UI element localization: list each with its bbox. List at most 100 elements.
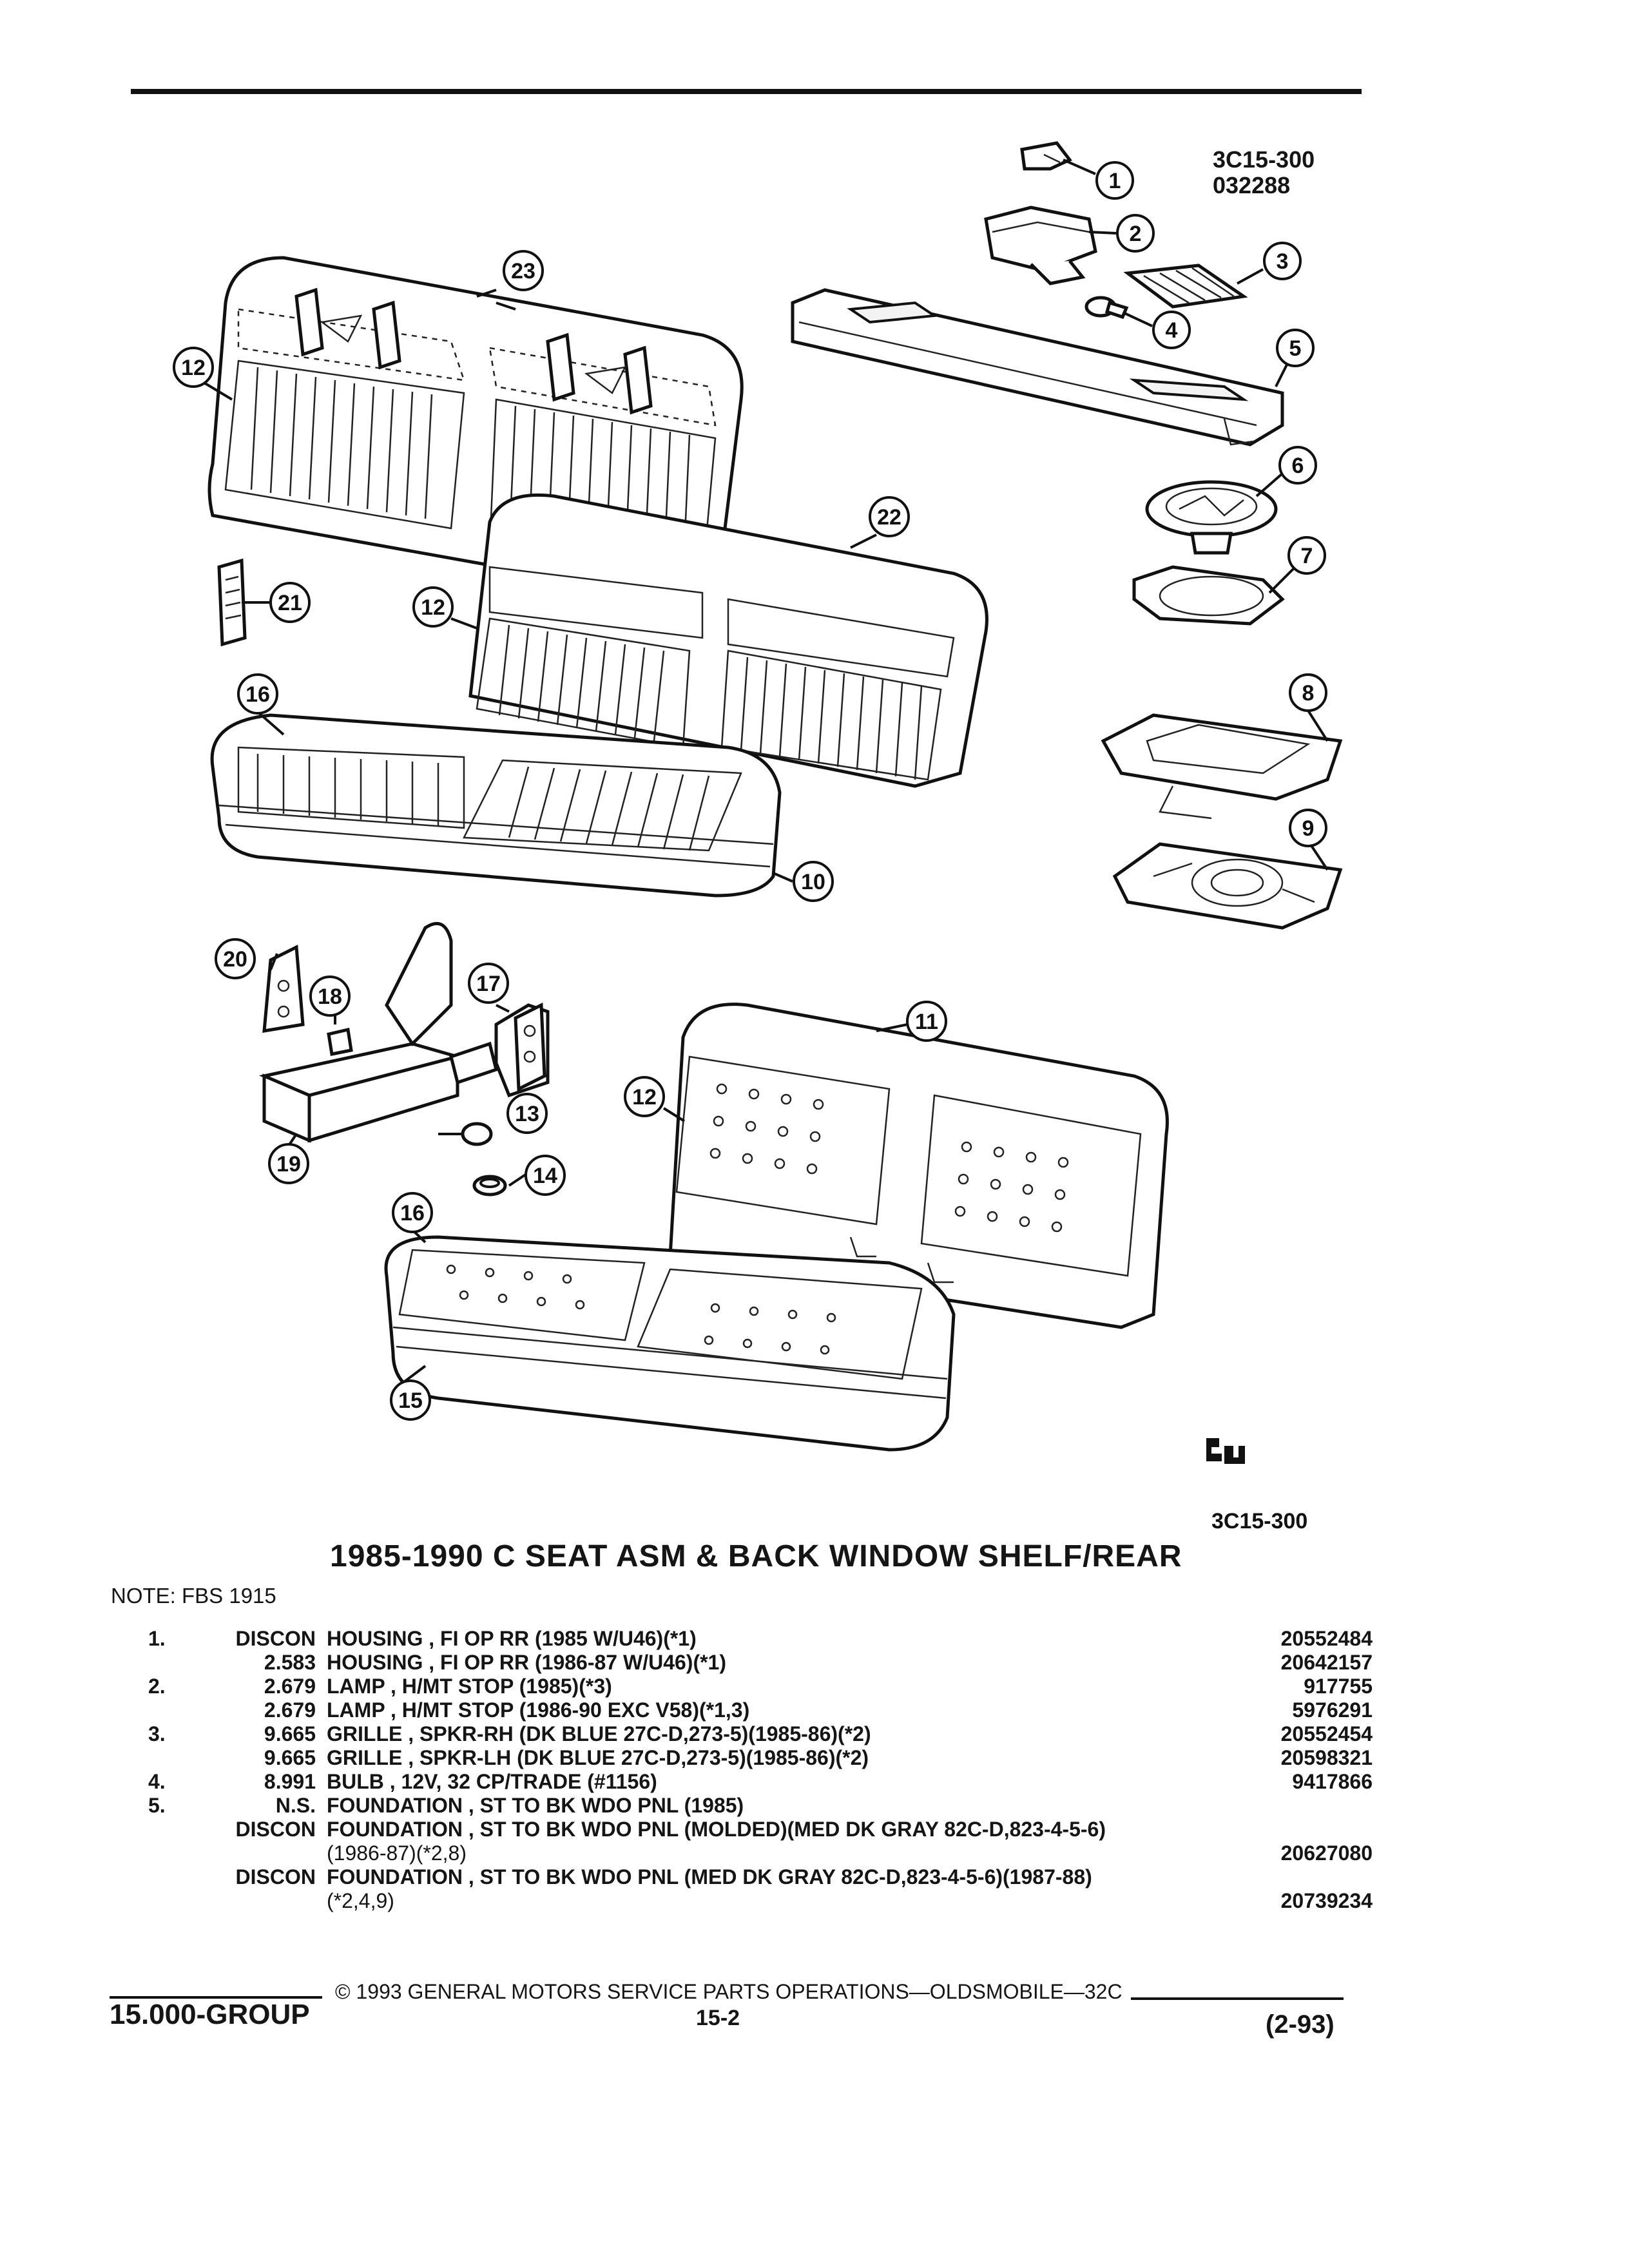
callout-10: 10 xyxy=(793,861,834,902)
description-cell: GRILLE , SPKR-LH (DK BLUE 27C-D,273-5)(1… xyxy=(327,1746,1222,1770)
callout-11: 11 xyxy=(906,1001,947,1042)
callout-1: 1 xyxy=(1095,161,1134,200)
parts-row: 1. DISCON HOUSING , FI OP RR (1985 W/U46… xyxy=(148,1627,1373,1651)
callout-17: 17 xyxy=(468,963,509,1004)
source-code: 9.665 xyxy=(264,1746,316,1769)
svg-text:20: 20 xyxy=(223,947,247,972)
footer-copyright: © 1993 GENERAL MOTORS SERVICE PARTS OPER… xyxy=(335,1980,1123,2003)
parts-row: 3. 9.665 GRILLE , SPKR-RH (DK BLUE 27C-D… xyxy=(148,1722,1373,1746)
svg-text:15: 15 xyxy=(398,1389,423,1413)
callout-20: 20 xyxy=(215,938,256,979)
svg-text:10: 10 xyxy=(801,870,825,894)
description: BULB , 12V, 32 CP/TRADE (#1156) xyxy=(327,1770,664,1793)
description: FOUNDATION , ST TO BK WDO PNL (MED DK GR… xyxy=(327,1865,1099,1888)
svg-text:12: 12 xyxy=(421,595,445,620)
part-19-armrest xyxy=(258,921,464,1143)
part-15-seat-cushion xyxy=(384,1235,956,1452)
description-cell: (*2,4,9)................................… xyxy=(327,1889,1222,1913)
svg-text:13: 13 xyxy=(515,1102,539,1126)
dot-leader: ........................................… xyxy=(327,1889,1222,1912)
description-cell: LAMP , H/MT STOP (1985)(*3).............… xyxy=(327,1675,1222,1698)
source-code: DISCON xyxy=(235,1865,316,1888)
top-rule xyxy=(131,89,1362,94)
svg-text:16: 16 xyxy=(400,1201,425,1225)
description-cell: FOUNDATION , ST TO BK WDO PNL (MED DK GR… xyxy=(327,1865,1222,1889)
svg-text:1: 1 xyxy=(1109,169,1121,193)
description-cell: (1986-87)(*2,8).........................… xyxy=(327,1841,1222,1865)
description-cell: FOUNDATION , ST TO BK WDO PNL (MOLDED)(M… xyxy=(327,1818,1222,1841)
part-11-seat-back xyxy=(668,1003,1169,1329)
callout-13: 13 xyxy=(506,1093,548,1134)
footer-rule-left xyxy=(110,1996,322,1999)
bottom-ref-code: 3C15-300 xyxy=(1211,1509,1307,1533)
parts-row-continuation: (*2,4,9)................................… xyxy=(148,1889,1373,1913)
item-number: 3. xyxy=(148,1722,166,1745)
svg-text:17: 17 xyxy=(476,972,501,996)
parts-row: DISCON FOUNDATION , ST TO BK WDO PNL (MO… xyxy=(148,1818,1373,1841)
callout-15: 15 xyxy=(390,1379,431,1421)
ref-date: 032288 xyxy=(1213,172,1291,198)
part-20-hinge xyxy=(262,945,305,1033)
description: FOUNDATION , ST TO BK WDO PNL (MOLDED)(M… xyxy=(327,1818,1112,1841)
part-8-speaker-box xyxy=(1101,713,1343,820)
description: HOUSING , FI OP RR (1985 W/U46)(*1) xyxy=(327,1627,703,1650)
svg-text:12: 12 xyxy=(632,1085,657,1110)
callout-21: 21 xyxy=(269,582,311,623)
svg-text:21: 21 xyxy=(278,591,302,615)
part-6-speaker xyxy=(1145,480,1278,555)
part-number: 20627080 xyxy=(1280,1841,1373,1865)
description: FOUNDATION , ST TO BK WDO PNL (1985) xyxy=(327,1794,751,1817)
footer-page-number: 15-2 xyxy=(696,2006,740,2030)
callout-6: 6 xyxy=(1278,446,1317,485)
parts-list: 1. DISCON HOUSING , FI OP RR (1985 W/U46… xyxy=(148,1627,1373,1913)
description-cell: LAMP , H/MT STOP (1986-90 EXC V58)(*1,3)… xyxy=(327,1698,1222,1722)
svg-text:8: 8 xyxy=(1302,681,1315,706)
part-21-clip xyxy=(217,558,247,647)
svg-text:5: 5 xyxy=(1289,336,1302,361)
item-number: 4. xyxy=(148,1770,166,1793)
item-number: 5. xyxy=(148,1794,166,1817)
part-9-speaker-mount xyxy=(1112,842,1343,930)
footer-group: 15.000-GROUP xyxy=(110,1999,310,2030)
description-cell: GRILLE , SPKR-RH (DK BLUE 27C-D,273-5)(1… xyxy=(327,1722,1222,1746)
description-cell: BULB , 12V, 32 CP/TRADE (#1156).........… xyxy=(327,1770,1222,1794)
note: NOTE: FBS 1915 xyxy=(111,1584,276,1608)
svg-text:22: 22 xyxy=(877,505,901,530)
gm-logo xyxy=(1206,1438,1245,1464)
source-code: 2.679 xyxy=(264,1675,316,1698)
callout-18: 18 xyxy=(309,975,351,1017)
callout-16-top: 16 xyxy=(237,673,278,715)
svg-text:16: 16 xyxy=(246,682,270,707)
callout-12-middle: 12 xyxy=(412,586,454,628)
item-number: 1. xyxy=(148,1627,166,1650)
svg-text:12: 12 xyxy=(181,356,206,380)
source-code: N.S. xyxy=(275,1794,316,1817)
parts-row: 2.583 HOUSING , FI OP RR (1986-87 W/U46)… xyxy=(148,1651,1373,1675)
source-code: DISCON xyxy=(235,1818,316,1841)
parts-row: 9.665 GRILLE , SPKR-LH (DK BLUE 27C-D,27… xyxy=(148,1746,1373,1770)
part-7-speaker-ring xyxy=(1132,565,1285,626)
part-number: 20598321 xyxy=(1280,1746,1373,1769)
description-cell: HOUSING , FI OP RR (1986-87 W/U46)(*1)..… xyxy=(327,1651,1222,1675)
source-code: 2.583 xyxy=(264,1651,316,1674)
part-17-bracket xyxy=(449,1003,550,1098)
part-number: 9417866 xyxy=(1292,1770,1373,1793)
part-number: 20739234 xyxy=(1280,1889,1373,1912)
svg-text:6: 6 xyxy=(1292,454,1304,478)
parts-row-continuation: (1986-87)(*2,8).........................… xyxy=(148,1841,1373,1865)
parts-diagram: 1 2 3 4 5 6 7 8 9 10 11 12 12 12 13 14 1… xyxy=(173,141,1343,1533)
part-number: 917755 xyxy=(1304,1675,1373,1698)
description-cell: FOUNDATION , ST TO BK WDO PNL (1985)....… xyxy=(327,1794,1222,1818)
callout-8: 8 xyxy=(1289,673,1327,712)
callout-3: 3 xyxy=(1263,242,1302,280)
parts-row: 4. 8.991 BULB , 12V, 32 CP/TRADE (#1156)… xyxy=(148,1770,1373,1794)
source-code: 2.679 xyxy=(264,1698,316,1722)
description: (1986-87)(*2,8) xyxy=(327,1841,473,1865)
callout-7: 7 xyxy=(1287,536,1326,575)
callout-23: 23 xyxy=(503,250,544,291)
svg-text:19: 19 xyxy=(276,1152,301,1177)
description: (*2,4,9) xyxy=(327,1889,401,1912)
footer-date: (2-93) xyxy=(1266,2010,1335,2039)
description: LAMP , H/MT STOP (1985)(*3) xyxy=(327,1675,619,1698)
callout-22: 22 xyxy=(869,496,910,537)
